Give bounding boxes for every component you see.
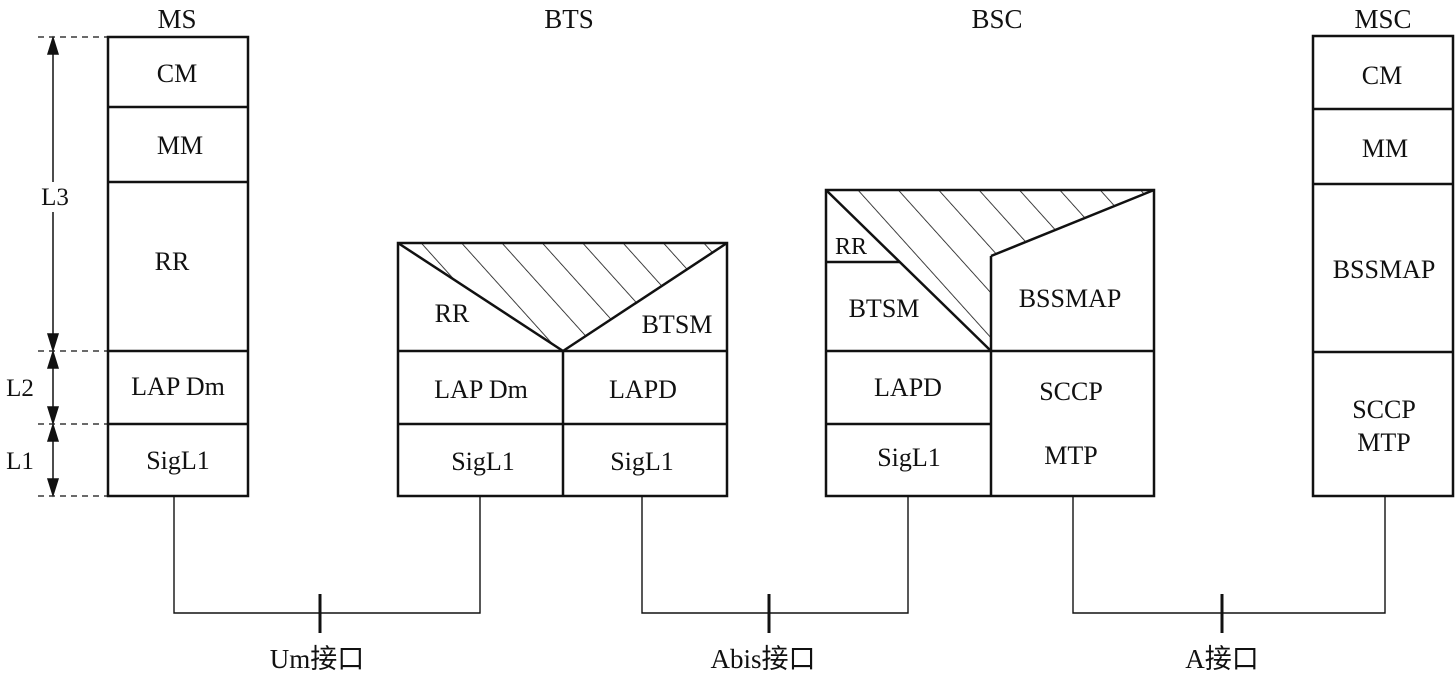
entity-title-ms: MS <box>157 4 196 34</box>
msc-mm: MM <box>1362 134 1408 163</box>
bts-sigl1-right: SigL1 <box>610 447 674 476</box>
entity-title-bsc: BSC <box>971 4 1022 34</box>
bts-rr: RR <box>435 299 470 328</box>
entity-title-msc: MSC <box>1354 4 1411 34</box>
bts-lapdm: LAP Dm <box>434 375 528 404</box>
layer-arrows <box>46 35 60 498</box>
bts-lapd: LAPD <box>609 375 677 404</box>
interface-label-a: A接口 <box>1185 644 1259 674</box>
layer-label-l3: L3 <box>41 184 69 211</box>
msc-sccp: SCCP <box>1352 395 1416 424</box>
bsc-bssmap: BSSMAP <box>1019 284 1122 313</box>
ms-lapdm: LAP Dm <box>131 372 225 401</box>
ms-protocol-stack <box>106 35 250 498</box>
layer-label-l2: L2 <box>6 375 34 402</box>
ms-mm: MM <box>157 131 203 160</box>
bsc-protocol-stack <box>824 188 1156 498</box>
msc-cm: CM <box>1362 61 1402 90</box>
ms-sigl1: SigL1 <box>146 446 210 475</box>
ms-rr: RR <box>155 247 190 276</box>
bts-protocol-stack <box>396 241 729 498</box>
msc-protocol-stack <box>1311 34 1455 498</box>
bts-sigl1-left: SigL1 <box>451 447 515 476</box>
ms-cm: CM <box>157 59 197 88</box>
entity-title-bts: BTS <box>544 4 594 34</box>
layer-guides <box>38 36 108 497</box>
abis-connector <box>641 496 909 614</box>
layer-label-l1: L1 <box>6 448 34 475</box>
a-connector <box>1072 496 1386 614</box>
bsc-mtp: MTP <box>1044 441 1097 470</box>
bsc-lapd: LAPD <box>874 373 942 402</box>
msc-bssmap: BSSMAP <box>1333 255 1436 284</box>
bsc-btsm: BTSM <box>849 294 920 323</box>
interface-label-um: Um接口 <box>270 644 365 674</box>
um-connector <box>173 496 481 614</box>
interface-connectors <box>173 496 1386 633</box>
bts-btsm: BTSM <box>642 310 713 339</box>
interface-label-abis: Abis接口 <box>710 644 815 674</box>
bsc-sigl1: SigL1 <box>877 443 941 472</box>
bsc-sccp: SCCP <box>1039 377 1103 406</box>
bsc-rr: RR <box>835 234 867 260</box>
bts-hatched-area <box>398 243 727 351</box>
msc-mtp: MTP <box>1357 428 1410 457</box>
